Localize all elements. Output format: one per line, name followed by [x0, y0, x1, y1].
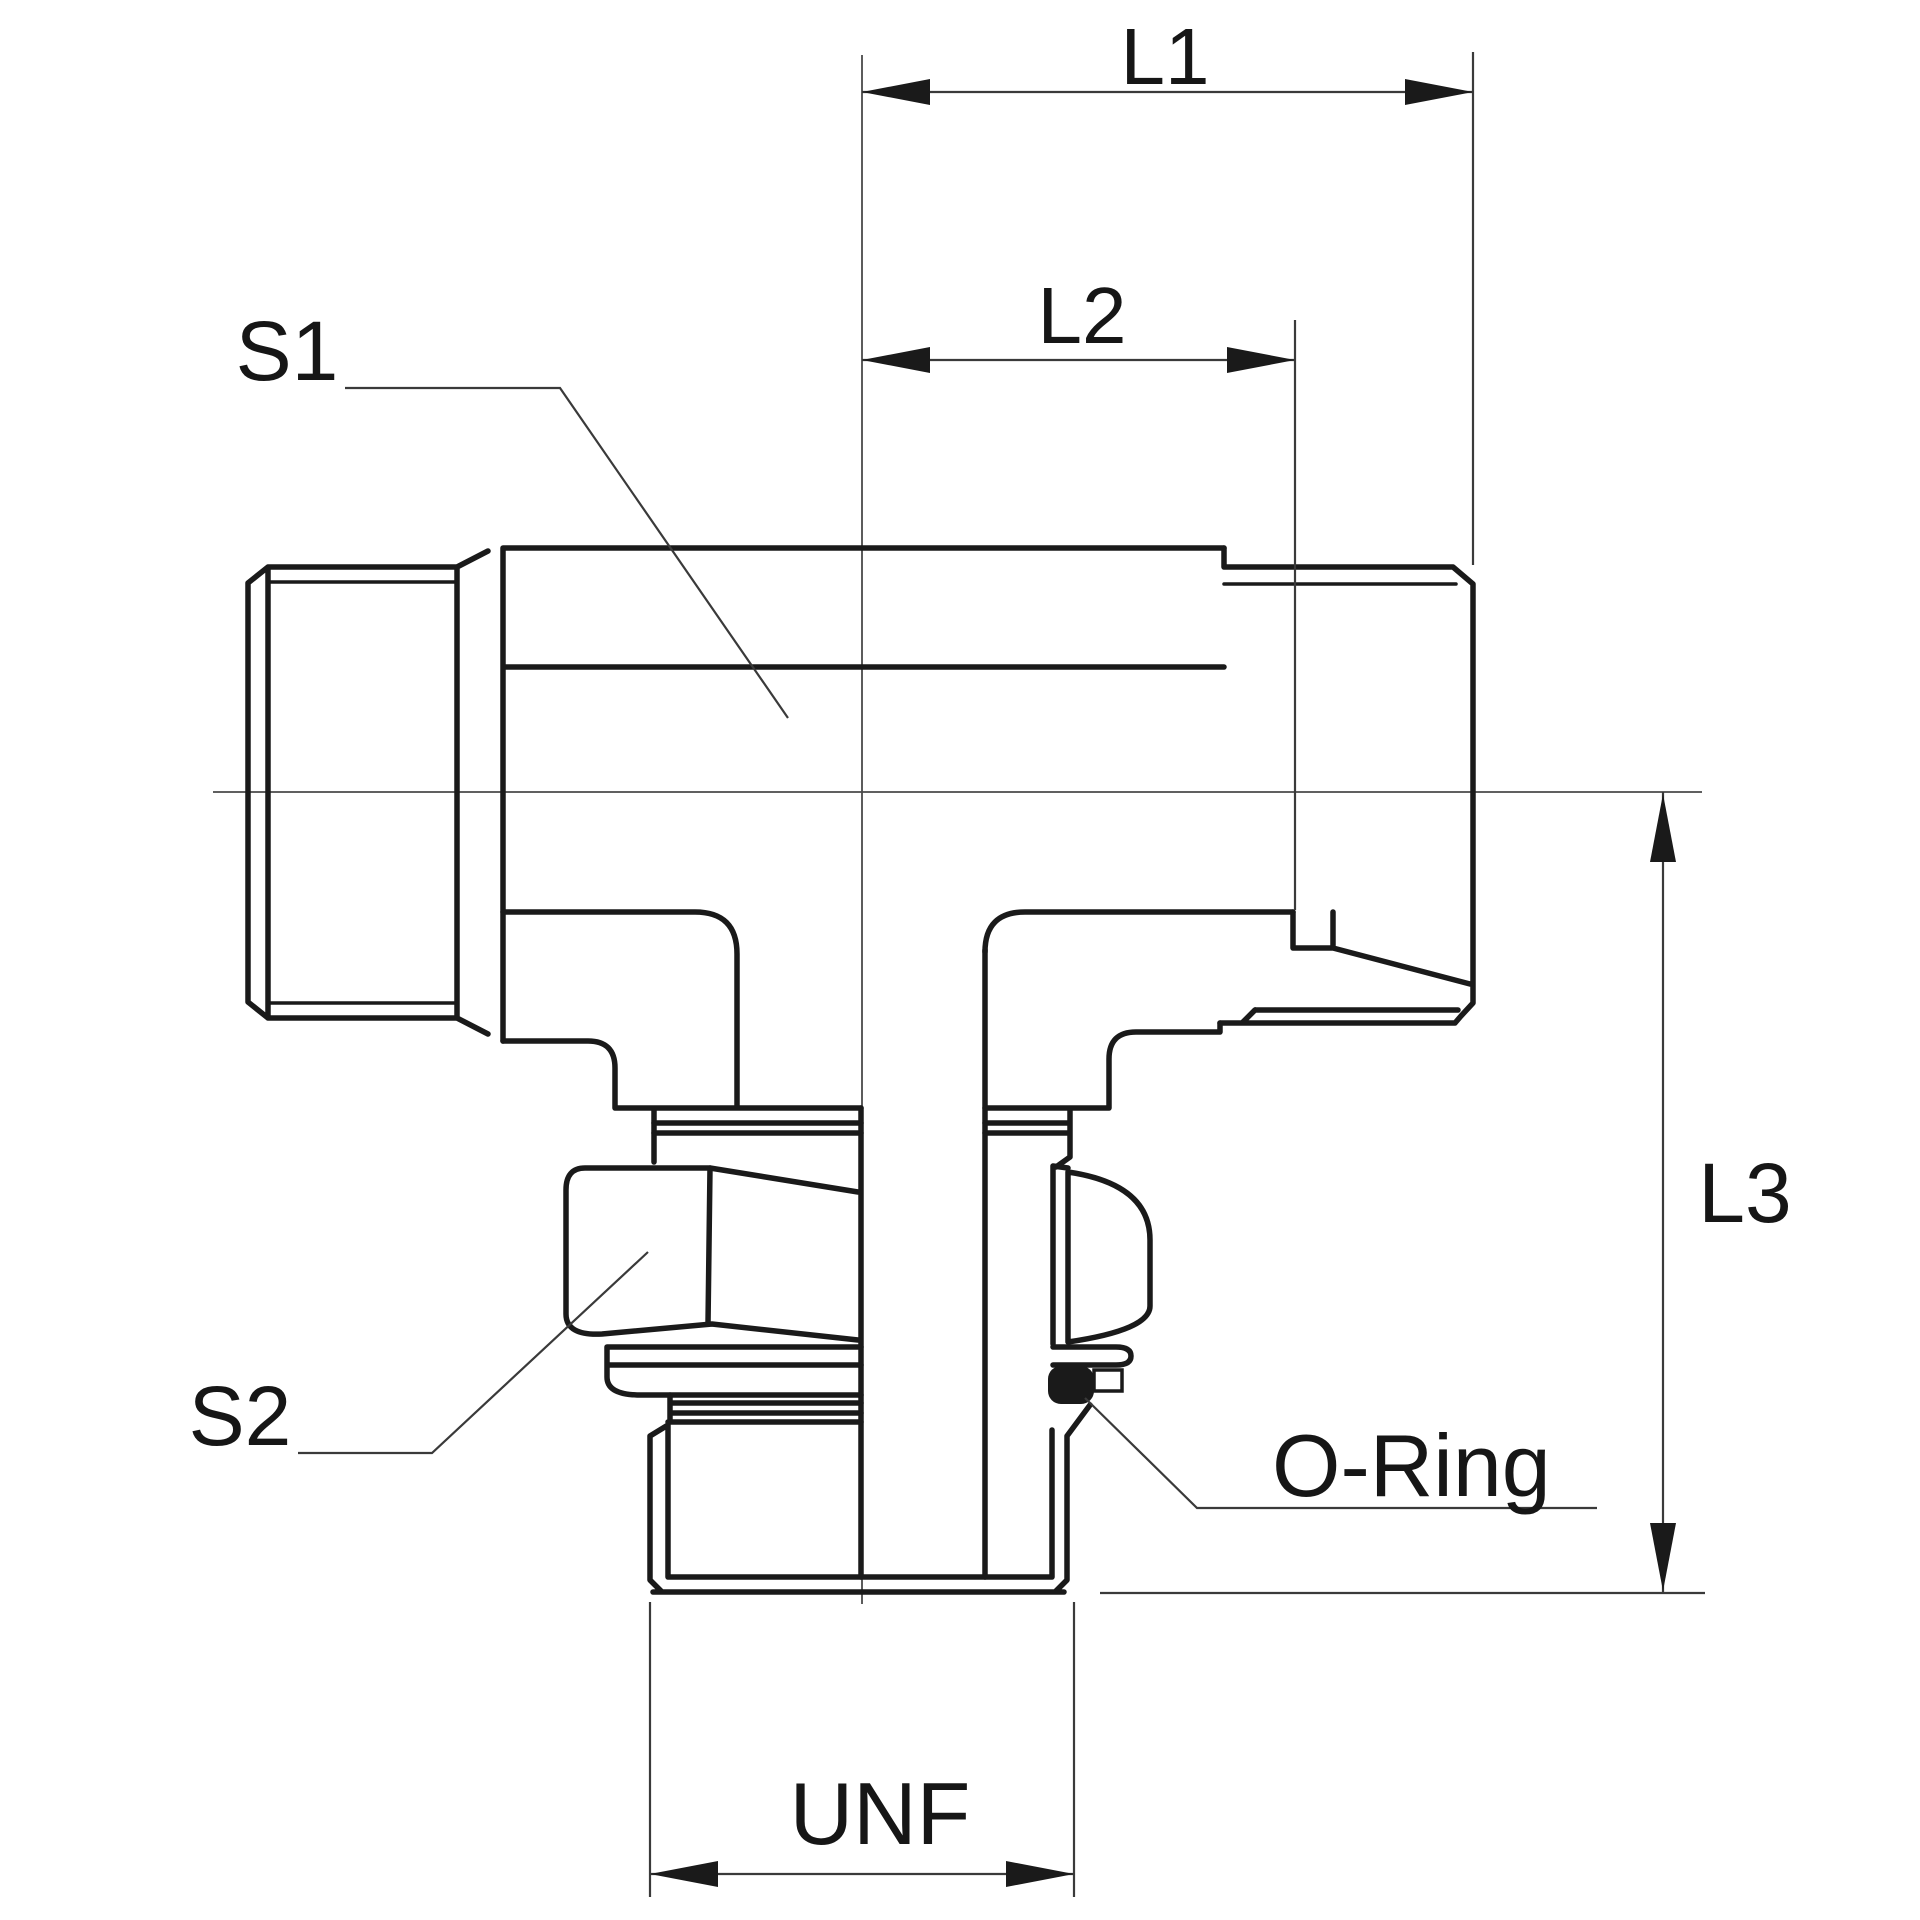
l2-arrow-left	[862, 347, 930, 373]
dimension-l1: L1	[862, 12, 1475, 565]
s1-leader-line	[345, 386, 789, 719]
label-l3: L3	[1698, 1146, 1791, 1240]
leader-s2: S2	[189, 1251, 649, 1463]
label-oring: O-Ring	[1272, 1416, 1551, 1515]
unf-arrow-right	[1006, 1861, 1074, 1887]
body-hex	[500, 545, 1296, 1580]
s2-leader-line	[298, 1251, 649, 1455]
label-s2: S2	[189, 1369, 292, 1463]
label-s1: S1	[236, 304, 339, 398]
l2-arrow-right	[1227, 347, 1295, 373]
oring-leader-line	[1084, 1397, 1597, 1510]
dimension-l2: L2	[862, 271, 1297, 910]
l3-arrow-up	[1650, 794, 1676, 862]
label-l2: L2	[1038, 271, 1127, 360]
centerlines	[213, 55, 1702, 1604]
l1-arrow-left	[862, 79, 930, 105]
right-port	[1217, 545, 1476, 1026]
unf-extension-lines	[648, 1602, 1076, 1897]
locknut	[563, 1163, 1153, 1347]
left-thread-lines	[266, 580, 459, 1005]
l1-arrow-right	[1405, 79, 1473, 105]
l3-arrow-down	[1650, 1523, 1676, 1591]
oring-groove-edge	[1092, 1368, 1124, 1393]
unf-arrow-left	[650, 1861, 718, 1887]
left-port	[245, 548, 491, 1037]
unf-stud	[647, 1402, 1093, 1595]
locknut-hex-edge	[705, 1165, 713, 1327]
leader-s1: S1	[236, 304, 789, 719]
label-l1: L1	[1121, 12, 1210, 101]
dimension-l3: L3	[1100, 792, 1792, 1595]
label-unf: UNF	[790, 1764, 971, 1863]
dimension-unf: UNF	[648, 1602, 1076, 1897]
leader-oring: O-Ring	[1084, 1397, 1597, 1515]
oring-seal	[1048, 1366, 1094, 1404]
